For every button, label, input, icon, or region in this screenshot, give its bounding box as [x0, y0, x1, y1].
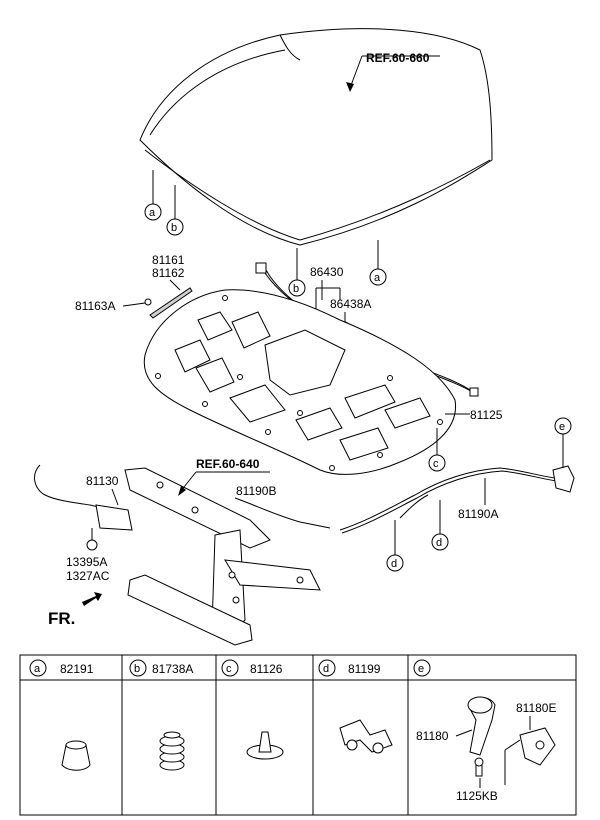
- label-81190B: 81190B: [236, 484, 276, 498]
- callout-b2-label: b: [293, 283, 299, 295]
- cable-clip-81199-drawing: [339, 719, 393, 754]
- label-81163A: 81163A: [75, 299, 115, 313]
- table-letter-d: d: [323, 663, 329, 675]
- ref-panel-label: REF.60-640: [196, 457, 260, 471]
- table-part-1125KB: 1125KB: [456, 789, 498, 803]
- table-part-82191: 82191: [60, 662, 94, 676]
- table-part-81199: 81199: [348, 662, 381, 676]
- label-81190A: 81190A: [458, 507, 498, 521]
- label-81161: 81161: [152, 253, 185, 267]
- hood-panel: [139, 28, 493, 246]
- table-letter-a-circle: [29, 659, 47, 677]
- table-letter-d-circle: [318, 659, 336, 677]
- clip-81126-drawing: [246, 731, 284, 760]
- callout-c: [428, 454, 446, 472]
- callout-d2-label: d: [436, 537, 442, 549]
- table-letter-c-circle: [221, 659, 239, 677]
- table-part-81126: 81126: [250, 662, 283, 676]
- label-81162: 81162: [152, 266, 185, 280]
- radiator-support-panel: [124, 467, 321, 646]
- hood-insulator-pad: [143, 289, 456, 475]
- label-81125: 81125: [470, 408, 503, 422]
- callout-e-label: e: [559, 421, 565, 433]
- table-letter-e-circle: [413, 659, 431, 677]
- lever-assembly-drawing: [467, 696, 556, 777]
- callout-d-label: d: [391, 558, 397, 570]
- table-part-81738A: 81738A: [152, 662, 193, 676]
- label-86430: 86430: [310, 265, 344, 279]
- label-81130: 81130: [86, 474, 119, 488]
- callout-d2: [431, 533, 449, 551]
- callout-a: [144, 203, 162, 221]
- callout-d: [386, 554, 404, 572]
- grommet-81738A-drawing: [159, 731, 185, 771]
- label-86438A: 86438A: [330, 297, 371, 311]
- front-direction-label: FR.: [48, 609, 75, 628]
- table-letter-a: a: [34, 663, 41, 675]
- table-letter-e: e: [418, 663, 424, 675]
- callout-b-label: b: [171, 222, 177, 234]
- release-handle: [552, 465, 575, 493]
- callout-a2-label: a: [374, 272, 381, 284]
- front-arrow-icon: [82, 592, 102, 606]
- table-part-81180E: 81180E: [516, 701, 556, 715]
- table-letter-b: b: [134, 663, 140, 675]
- secondary-cable: [234, 497, 331, 529]
- label-1327AC: 1327AC: [66, 569, 110, 583]
- table-letter-b-circle: [129, 659, 147, 677]
- callout-b: [166, 218, 184, 236]
- stay-rod: [149, 287, 193, 319]
- callout-a2: [369, 268, 387, 286]
- callout-e: [554, 417, 572, 435]
- bumper-82191-drawing: [61, 740, 91, 771]
- callout-a-label: a: [149, 207, 156, 219]
- table-part-81180: 81180: [416, 729, 449, 743]
- hood-latch: [95, 504, 133, 531]
- legend-table: [19, 654, 577, 816]
- release-cable: [339, 467, 556, 531]
- callout-b2: [288, 279, 306, 297]
- table-letter-c: c: [226, 663, 232, 675]
- label-13395A: 13395A: [66, 555, 107, 569]
- ref-hood-label: REF.60-660: [366, 51, 430, 65]
- callout-c-label: c: [433, 458, 439, 470]
